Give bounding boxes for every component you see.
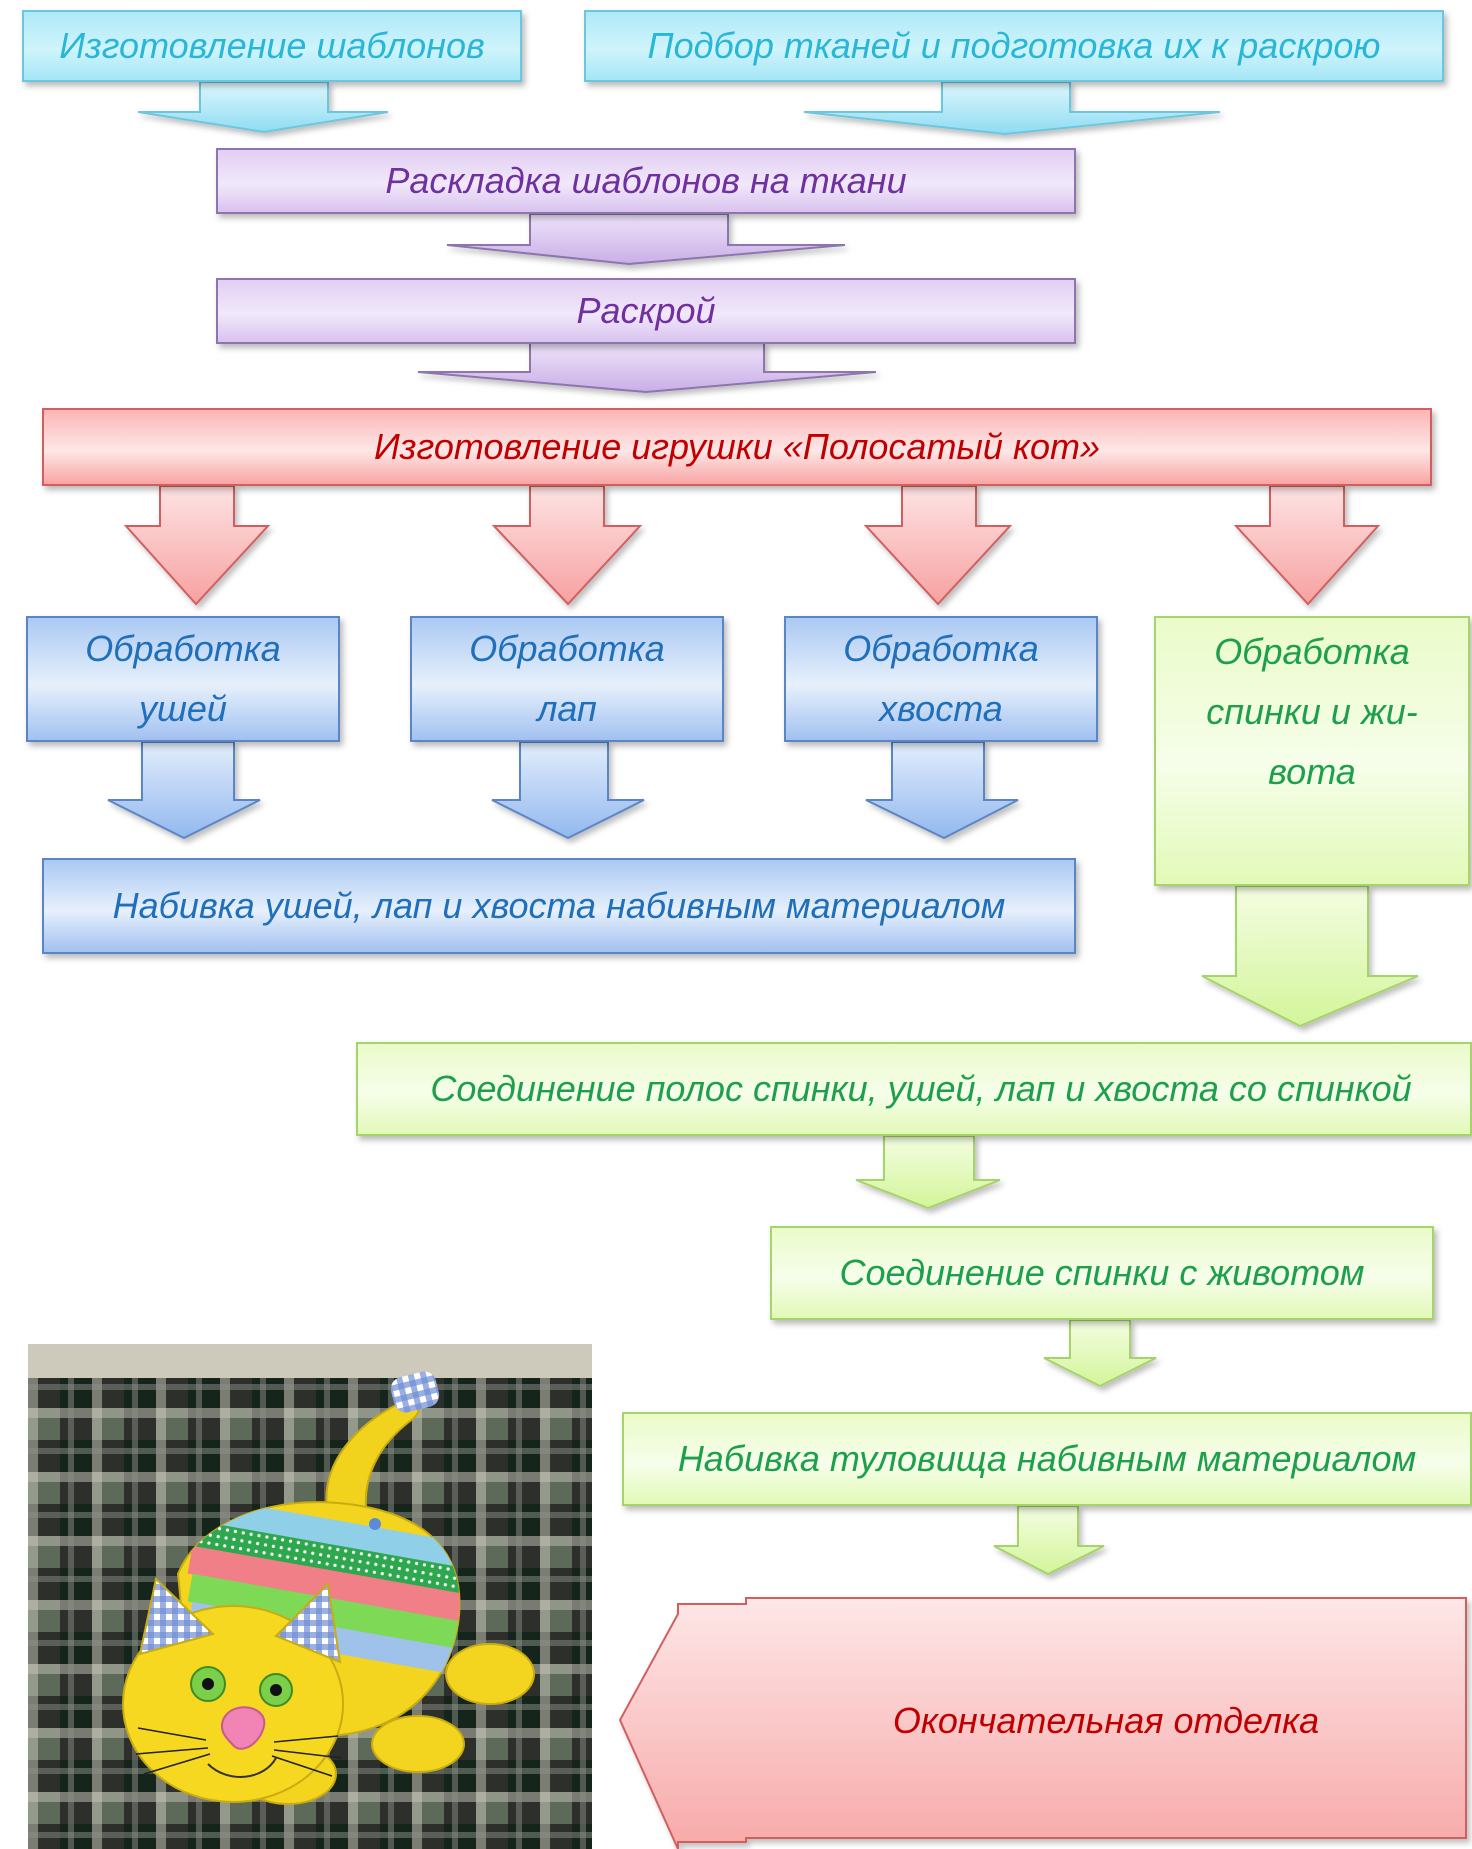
step-toy-label: Изготовление игрушки «Полосатый кот» [374,426,1100,467]
arrow-toy-back [1233,485,1381,606]
step-finishing-label: Окончательная отделка [892,1700,1320,1741]
arrow-tail-stuffing [865,741,1019,840]
step-back: Обработка спинки и жи- вота [1154,616,1470,886]
arrow-joining-belly [855,1135,1001,1210]
arrow-toy-paws [491,485,643,606]
step-joining-belly: Соединение спинки с животом [770,1226,1434,1320]
step-toy: Изготовление игрушки «Полосатый кот» [42,408,1432,486]
step-back-line3: вота [1268,751,1356,792]
step-stuffing-body-label: Набивка туловища набивным материалом [677,1438,1417,1479]
arrow-stuffing-finishing [993,1505,1105,1576]
step-paws-line1: Обработка [469,628,665,669]
step-tail-line2: хвоста [879,688,1003,729]
step-templates: Изготовление шаблонов [22,10,522,82]
step-paws-line2: лап [537,688,597,729]
arrow-toy-tail [863,485,1013,606]
arrow-finishing-left [618,1597,1467,1849]
step-cutting: Раскрой [216,278,1076,344]
arrow-templates-down [137,81,389,134]
step-cutting-label: Раскрой [576,290,716,331]
step-tail: Обработка хвоста [784,616,1098,742]
step-joining-parts-label: Соединение полос спинки, ушей, лап и хво… [430,1068,1412,1109]
step-fabric: Подбор тканей и подготовка их к раскрою [584,10,1444,82]
step-back-line2: спинки и жи- [1206,691,1418,732]
arrow-belly-stuffing [1043,1319,1157,1388]
step-tail-line1: Обработка [843,628,1039,669]
step-stuffing-parts: Набивка ушей, лап и хвоста набивным мате… [42,858,1076,954]
step-fabric-label: Подбор тканей и подготовка их к раскрою [647,25,1381,66]
arrow-fabric-down [803,81,1221,136]
arrow-cutting-down [417,342,877,394]
step-finishing: Окончательная отделка [746,1604,1466,1838]
step-paws: Обработка лап [410,616,724,742]
step-joining-parts: Соединение полос спинки, ушей, лап и хво… [356,1042,1472,1136]
step-back-line1: Обработка [1214,631,1410,672]
step-stuffing-body: Набивка туловища набивным материалом [622,1412,1472,1506]
arrow-back-joining [1201,885,1419,1028]
step-layout-label: Раскладка шаблонов на ткани [385,160,907,201]
cat-toy-photo [28,1344,592,1849]
step-stuffing-parts-label: Набивка ушей, лап и хвоста набивным мате… [112,885,1006,926]
arrow-ears-stuffing [107,741,261,840]
step-ears: Обработка ушей [26,616,340,742]
step-templates-label: Изготовление шаблонов [59,25,485,66]
step-ears-line2: ушей [139,688,227,729]
arrow-layout-down [446,213,846,266]
arrow-paws-stuffing [491,741,645,840]
step-ears-line1: Обработка [85,628,281,669]
step-joining-belly-label: Соединение спинки с животом [839,1252,1365,1293]
step-layout: Раскладка шаблонов на ткани [216,148,1076,214]
arrow-toy-ears [123,485,271,606]
